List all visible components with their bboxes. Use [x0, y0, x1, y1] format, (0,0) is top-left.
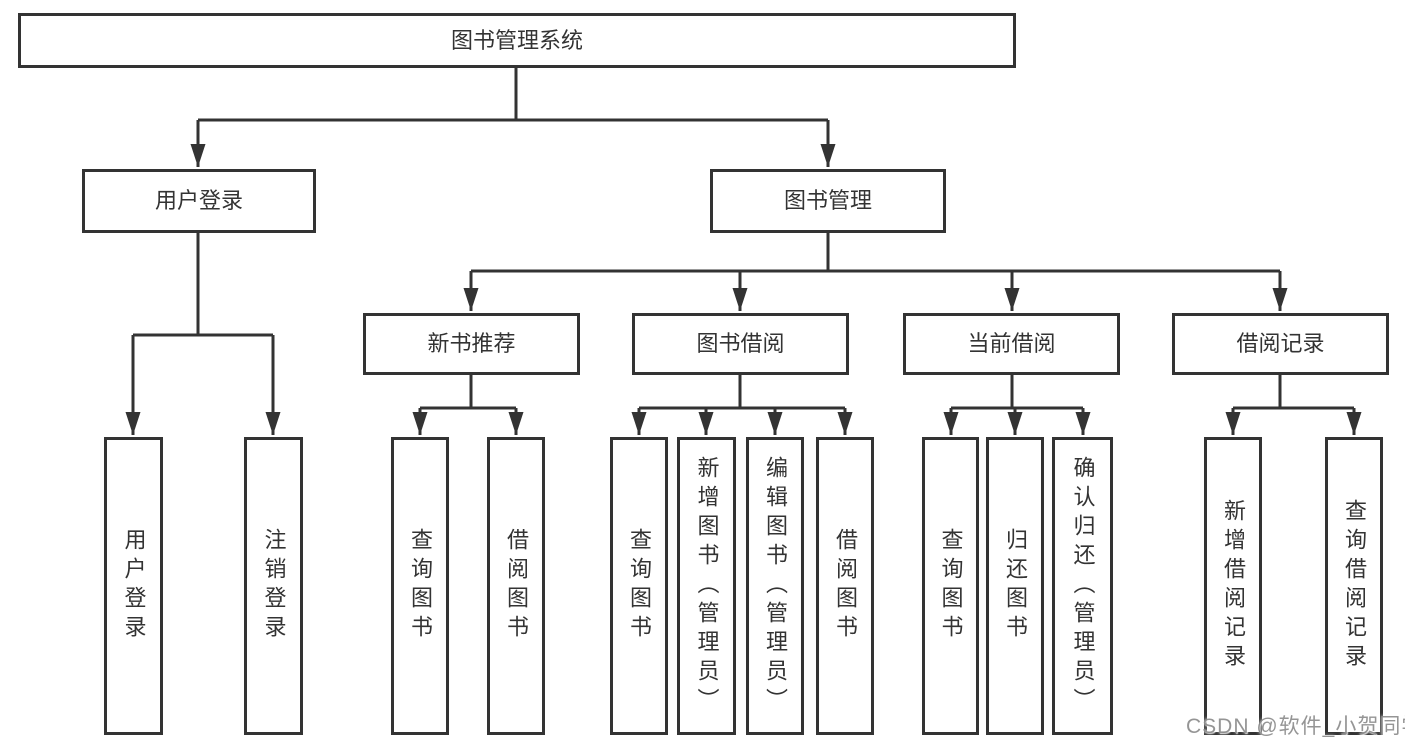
csdn-watermark: CSDN @软件_小贺同学 [1186, 715, 1405, 738]
leaf-current-confirm-return-admin: 确认归还（管理员） [1052, 437, 1113, 735]
node-borrow-records: 借阅记录 [1172, 313, 1389, 375]
node-new-book-recommend: 新书推荐 [363, 313, 580, 375]
leaf-borrow-borrow-books: 借阅图书 [816, 437, 874, 735]
node-current-borrow: 当前借阅 [903, 313, 1120, 375]
leaf-current-query-books: 查询图书 [922, 437, 979, 735]
leaf-borrow-query-books: 查询图书 [610, 437, 668, 735]
leaf-records-add-record: 新增借阅记录 [1204, 437, 1262, 735]
leaf-recommend-query-books: 查询图书 [391, 437, 449, 735]
node-book-borrow: 图书借阅 [632, 313, 849, 375]
node-root-library-system: 图书管理系统 [18, 13, 1016, 68]
leaf-borrow-add-books-admin: 新增图书（管理员） [677, 437, 736, 735]
leaf-borrow-edit-books-admin: 编辑图书（管理员） [746, 437, 804, 735]
leaf-logout: 注销登录 [244, 437, 303, 735]
leaf-user-login: 用户登录 [104, 437, 163, 735]
node-book-management-branch: 图书管理 [710, 169, 946, 233]
leaf-records-query-record: 查询借阅记录 [1325, 437, 1383, 735]
leaf-recommend-borrow-books: 借阅图书 [487, 437, 545, 735]
node-user-login-branch: 用户登录 [82, 169, 316, 233]
leaf-current-return-books: 归还图书 [986, 437, 1044, 735]
